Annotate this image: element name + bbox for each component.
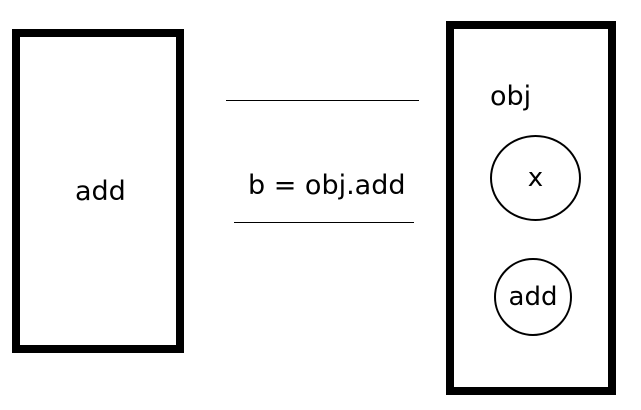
top-divider-line: [226, 100, 419, 101]
assignment-statement: b = obj.add: [248, 170, 406, 201]
function-add-box: [12, 29, 184, 353]
attribute-add-circle: add: [494, 258, 572, 336]
attribute-x-circle: x: [490, 135, 581, 221]
attribute-x-label: x: [527, 163, 544, 193]
bottom-divider-line: [234, 222, 414, 223]
object-title: obj: [490, 81, 532, 112]
function-add-label: add: [75, 176, 126, 207]
attribute-add-label: add: [508, 282, 558, 312]
